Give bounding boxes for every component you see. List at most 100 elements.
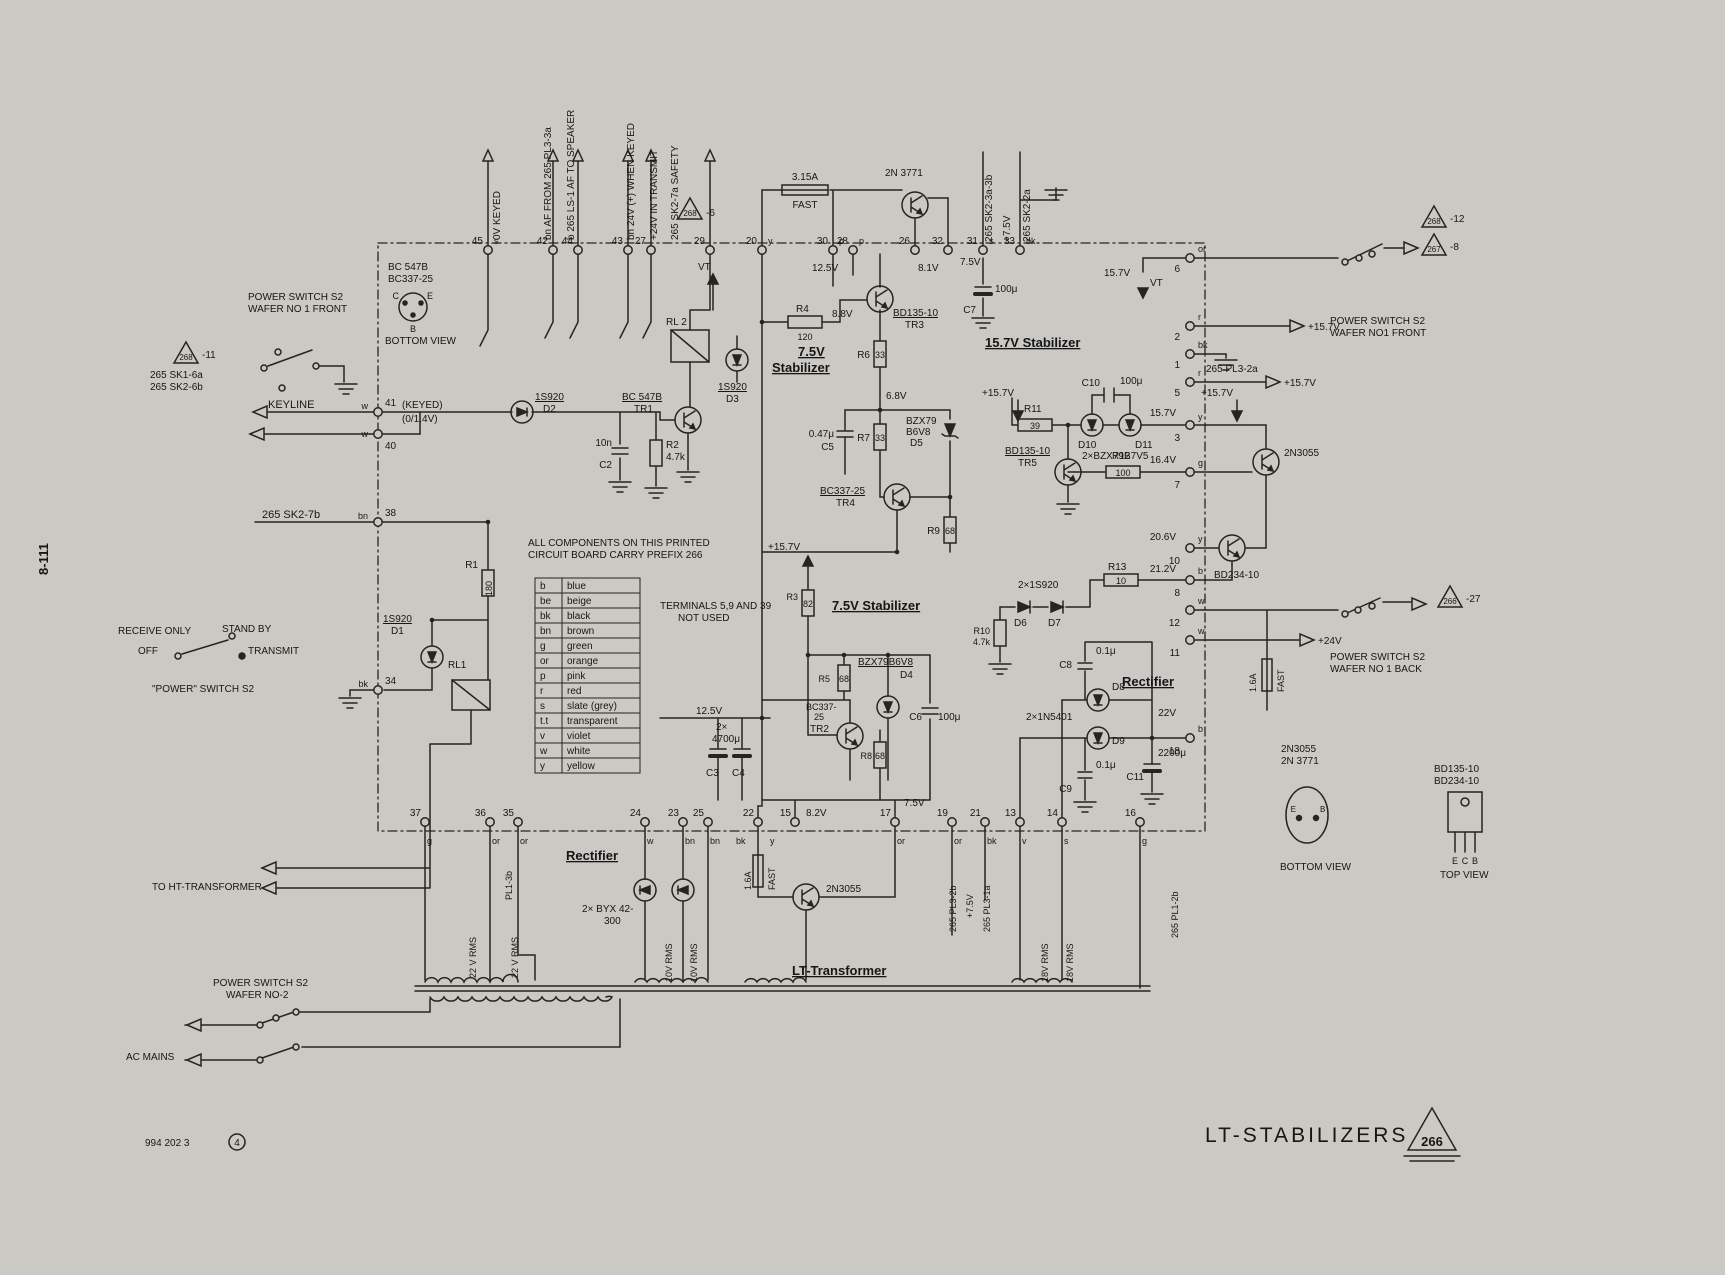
wires-bottom-rectifier	[644, 717, 896, 981]
lbl-21v2: 21.2V	[1150, 564, 1176, 575]
lbl-r7: R7	[857, 433, 870, 444]
lbl-c6: C6	[909, 712, 922, 723]
signal-arrows	[185, 148, 1428, 1068]
terminal-7-color: g	[1198, 458, 1203, 468]
capacitor-C8-symbol	[1077, 662, 1093, 670]
winding-10v	[634, 976, 709, 984]
lbl-d1: D1	[391, 626, 404, 637]
terminal-32: 32	[932, 236, 944, 247]
lbl-fuse3-speed: FAST	[767, 867, 777, 890]
terminal-45: 45	[472, 236, 484, 247]
legend-code: y	[540, 761, 545, 772]
pcb-board-outline	[377, 242, 1206, 832]
lbl-pkg2-c: C	[1462, 856, 1469, 866]
lbl-top43: bn 24V (+) WHEN KEYED	[626, 123, 637, 240]
lbl-r12-value: 100	[1115, 468, 1130, 478]
capacitor-C11-symbol	[1142, 762, 1162, 773]
doc-number-rev: 4	[234, 1138, 240, 1149]
terminal-12-color: w	[1197, 596, 1205, 606]
legend-code: g	[540, 641, 546, 652]
capacitor-C6-symbol	[921, 707, 939, 715]
terminal-28: 28	[837, 236, 849, 247]
capacitor-C9-symbol	[1077, 771, 1093, 779]
legend-name: red	[567, 686, 581, 697]
pkg-bc547-bottom-view	[398, 292, 428, 322]
terminal-33: 33	[1004, 236, 1016, 247]
color-legend-grid	[534, 577, 641, 774]
terminal-10-color: y	[1198, 534, 1203, 544]
title-lt-transformer: LT-Transformer	[792, 963, 886, 978]
lbl-keyline: KEYLINE	[268, 399, 314, 411]
lbl-byx42-1: 2× BYX 42-	[582, 904, 633, 915]
lbl-r3-value: 82	[803, 599, 813, 609]
resistor-R2-symbol	[649, 439, 663, 467]
terminal-22-color: y	[770, 836, 775, 846]
lbl-r4-value: 120	[797, 332, 812, 342]
lbl-pkg2-type-1: BD135-10	[1434, 764, 1479, 775]
lbl-top42: bn AF FROM 265 PL3-3a	[543, 127, 554, 240]
lbl-power-switch-no2-1: POWER SWITCH S2	[213, 978, 308, 989]
lbl-16v4: 16.4V	[1150, 455, 1176, 466]
terminal-5: 5	[1174, 388, 1180, 399]
lbl-tr2-type-2: 25	[814, 712, 824, 722]
lbl-ref268-12-suffix: -12	[1450, 214, 1465, 225]
terminal-6-color: or	[1198, 244, 1206, 254]
legend-name: beige	[567, 596, 592, 607]
terminal-29: 29	[694, 236, 706, 247]
wires-stab75-aux	[761, 562, 931, 819]
terminal-21: 21	[970, 808, 982, 819]
lbl-12v5-main: 12.5V	[812, 263, 838, 274]
winding-22v	[424, 973, 519, 985]
lbl-pkg1-type-1: 2N3055	[1281, 744, 1316, 755]
lbl-c11-value: 2200μ	[1158, 748, 1186, 759]
terminal-31-color: s	[989, 236, 994, 246]
terminal-30-color: p	[839, 236, 844, 246]
lbl-c7: C7	[963, 305, 976, 316]
lbl-d2: D2	[543, 404, 556, 415]
lbl-rl2: RL 2	[666, 317, 687, 328]
lbl-top44: b 265 LS-1 AF TO SPEAKER	[566, 110, 577, 240]
winding-primary	[429, 995, 614, 1002]
lbl-c2: C2	[599, 460, 612, 471]
lbl-c6-value: 100μ	[938, 712, 961, 723]
lbl-r10-value: 4.7k	[973, 637, 991, 647]
terminal-19-color: or	[954, 836, 962, 846]
diode-BYX42-1-symbol	[633, 878, 657, 902]
terminal-15: 15	[780, 808, 792, 819]
lbl-power-switch-back-1: POWER SWITCH S2	[1330, 652, 1425, 663]
terminal-16-color: g	[1142, 836, 1147, 846]
lbl-7v5-bottom: 7.5V	[904, 798, 925, 809]
lbl-c3: C3	[706, 768, 719, 779]
terminal-23-color: bn	[685, 836, 695, 846]
ground-symbol	[608, 481, 632, 493]
lbl-bottom-view-2: BOTTOM VIEW	[1280, 862, 1351, 873]
lbl-c11: C11	[1126, 772, 1144, 783]
lbl-tr3-type: BD135-10	[893, 308, 938, 319]
terminal-41-color: w	[361, 401, 369, 411]
terminal-26: 26	[899, 236, 911, 247]
lbl-tr1: TR1	[634, 404, 653, 415]
lbl-tr5: TR5	[1018, 458, 1037, 469]
lbl-r13-value: 10	[1116, 576, 1126, 586]
relay-RL2-diagonal	[670, 329, 710, 363]
lbl-top27: +24V IN TRANSMIT	[649, 150, 660, 240]
lbl-vt-right: VT	[1150, 278, 1163, 289]
lbl-diode-pair: 2×1S920	[1018, 580, 1059, 591]
lbl-pl1-2b: 265 PL1-2b	[1170, 891, 1180, 938]
lbl-keyed: (KEYED)	[402, 400, 443, 411]
terminal-1: 1	[1174, 360, 1180, 371]
lbl-plus24v: +24V	[1318, 636, 1342, 647]
terminal-24-color: w	[646, 836, 654, 846]
note-prefix-1: ALL COMPONENTS ON THIS PRINTED	[528, 538, 710, 549]
legend-name: slate (grey)	[567, 701, 617, 712]
lbl-plus15v7-b: +15.7V	[1201, 388, 1233, 399]
wires-keyline-left	[251, 365, 689, 889]
lbl-d11: D11	[1135, 440, 1153, 451]
ref-triangle-266-title	[1403, 1106, 1461, 1162]
lbl-pin-e: E	[427, 291, 433, 301]
lbl-22v-rms-1: 22 V RMS	[468, 937, 478, 978]
lbl-r11: R11	[1024, 404, 1042, 415]
terminal-25-color: bn	[710, 836, 720, 846]
terminal-8: 8	[1174, 588, 1180, 599]
